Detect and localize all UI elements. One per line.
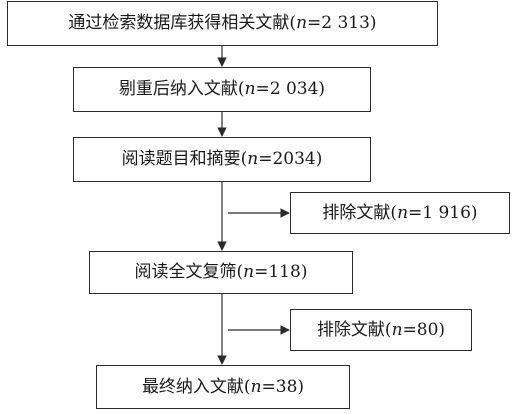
exclusion-var: n <box>391 319 403 340</box>
exclusion-suffix: =1 916) <box>408 202 478 223</box>
step-suffix: =118) <box>254 262 308 282</box>
exclusion-prefix: 排除文献( <box>316 319 392 340</box>
step-var: n <box>244 79 256 99</box>
exclusion-var: n <box>397 202 409 223</box>
step-var: n <box>247 149 259 169</box>
step-var: n <box>250 376 262 397</box>
step-var: n <box>243 262 255 282</box>
step-prefix: 阅读全文复筛( <box>134 262 244 282</box>
step-prefix: 最终纳入文献( <box>141 376 251 397</box>
step-suffix: =2 034) <box>255 79 326 99</box>
step-suffix: =2 313) <box>307 13 377 33</box>
step-prefix: 阅读题目和摘要( <box>121 149 248 169</box>
step-var: n <box>296 13 308 33</box>
step-prefix: 剔重后纳入文献( <box>118 79 245 99</box>
step-box-full-text-screening: 阅读全文复筛(n=118) <box>89 251 353 294</box>
step-box-title-abstract-screening: 阅读题目和摘要(n=2034) <box>73 137 371 182</box>
step-box-final-included: 最终纳入文献(n=38) <box>96 365 350 409</box>
step-box-deduplicated: 剔重后纳入文献(n=2 034) <box>73 67 371 112</box>
exclusion-prefix: 排除文献( <box>322 202 398 223</box>
step-prefix: 通过检索数据库获得相关文献( <box>68 13 297 33</box>
step-suffix: =38) <box>261 376 305 397</box>
step-box-database-search: 通过检索数据库获得相关文献(n=2 313) <box>7 1 438 46</box>
step-suffix: =2034) <box>258 149 323 169</box>
exclusion-box-2: 排除文献(n=80) <box>290 309 472 351</box>
exclusion-box-1: 排除文献(n=1 916) <box>290 192 510 234</box>
exclusion-suffix: =80) <box>402 319 446 340</box>
